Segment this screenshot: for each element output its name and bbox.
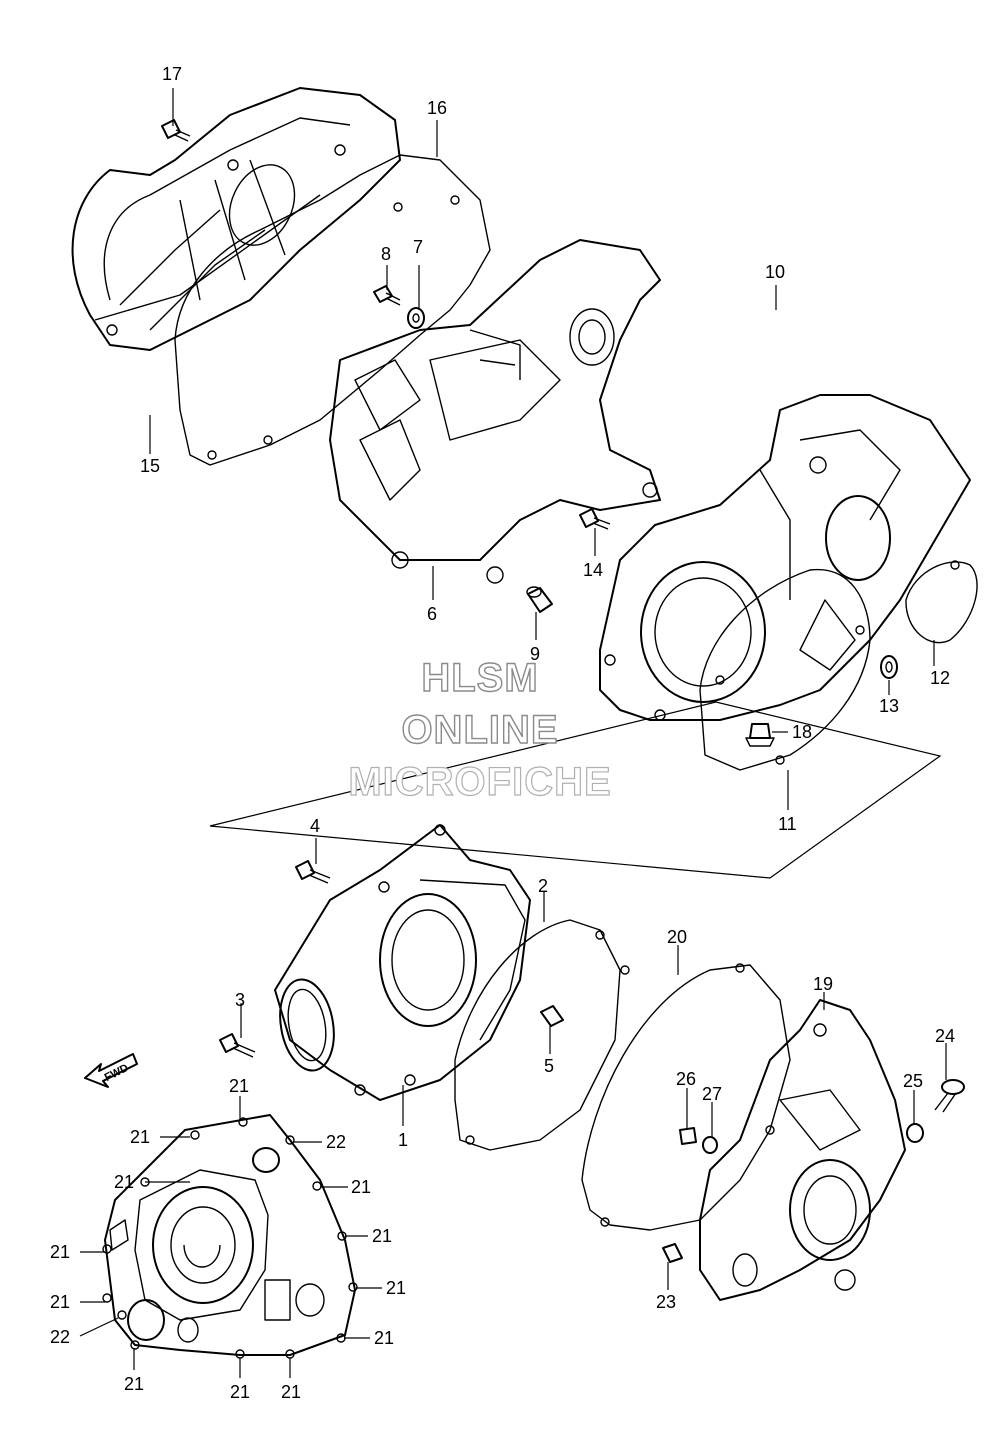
leader-lines — [79, 88, 947, 1378]
callout-21-d: 21 — [351, 1177, 371, 1197]
callout-labels: 17 16 8 7 15 6 9 10 14 12 13 18 11 4 2 3… — [50, 64, 955, 1402]
part-18-plug — [745, 723, 775, 747]
callout-11: 11 — [778, 814, 797, 834]
callout-21-c: 21 — [114, 1172, 134, 1192]
part-16-gasket — [174, 154, 491, 466]
callout-25: 25 — [903, 1071, 923, 1091]
callout-6: 6 — [427, 604, 437, 624]
part-15-clutch-cover — [71, 87, 401, 351]
callout-21-a: 21 — [229, 1076, 249, 1096]
callout-3: 3 — [235, 990, 245, 1010]
callout-21-b: 21 — [130, 1127, 150, 1147]
callout-2: 2 — [538, 876, 548, 896]
callout-22-b: 22 — [50, 1327, 70, 1347]
callout-1: 1 — [398, 1130, 408, 1150]
callout-7: 7 — [413, 237, 423, 257]
part-3-bolt — [219, 1033, 256, 1058]
part-10-cover — [599, 394, 971, 721]
part-20-gasket — [581, 963, 791, 1231]
callout-14: 14 — [583, 560, 603, 580]
callout-21-i: 21 — [374, 1328, 394, 1348]
callout-17: 17 — [162, 64, 182, 84]
part-2-gasket — [454, 919, 630, 1151]
callout-15: 15 — [140, 456, 160, 476]
part-26-bolt — [679, 1127, 697, 1145]
callout-21-j: 21 — [124, 1374, 144, 1394]
part-27-o-ring — [702, 1136, 718, 1154]
reference-frame — [209, 701, 942, 879]
part-6-inner-cover — [329, 239, 661, 584]
callout-19: 19 — [813, 974, 833, 994]
watermark-line-1: HLSM — [421, 655, 539, 700]
fwd-label: FWD — [103, 1062, 131, 1084]
callout-24: 24 — [935, 1026, 955, 1046]
callout-21-e: 21 — [372, 1226, 392, 1246]
callout-18: 18 — [792, 722, 812, 742]
callout-13: 13 — [879, 696, 899, 716]
callout-9: 9 — [530, 644, 540, 664]
part-19-cover — [699, 999, 906, 1301]
callout-12: 12 — [930, 668, 950, 688]
part-14-bolt — [579, 508, 611, 530]
part-13-oil-seal — [880, 655, 898, 679]
watermark-line-3: MICROFICHE — [348, 759, 612, 804]
callout-10: 10 — [765, 262, 785, 282]
callout-21-h: 21 — [50, 1292, 70, 1312]
part-24-plug — [934, 1079, 965, 1113]
callout-22-a: 22 — [326, 1132, 346, 1152]
callout-4: 4 — [310, 816, 320, 836]
part-23-dowel — [662, 1243, 683, 1263]
callout-5: 5 — [544, 1056, 554, 1076]
part-1-cover — [274, 824, 531, 1101]
callout-23: 23 — [656, 1292, 676, 1312]
callout-26: 26 — [676, 1069, 696, 1089]
callout-21-k: 21 — [230, 1382, 250, 1402]
generator-cover-assembly — [102, 1114, 358, 1359]
part-4-bolt — [295, 860, 331, 884]
part-25-o-ring — [906, 1123, 924, 1143]
part-8-bolt — [373, 285, 401, 306]
part-7-washer — [407, 307, 425, 329]
part-17-bolt — [161, 119, 191, 142]
part-5-dowel — [540, 1005, 564, 1027]
forward-arrow-icon: FWD — [84, 1053, 138, 1088]
part-12-gasket — [905, 560, 978, 644]
callout-8: 8 — [381, 244, 391, 264]
callout-21-f: 21 — [50, 1242, 70, 1262]
callout-20: 20 — [667, 927, 687, 947]
part-9-dowel — [526, 586, 553, 613]
watermark-line-2: ONLINE — [401, 707, 559, 752]
callout-21-g: 21 — [386, 1278, 406, 1298]
part-11-gasket — [699, 568, 871, 771]
callout-21-l: 21 — [281, 1382, 301, 1402]
callout-27: 27 — [702, 1084, 722, 1104]
callout-16: 16 — [427, 98, 447, 118]
